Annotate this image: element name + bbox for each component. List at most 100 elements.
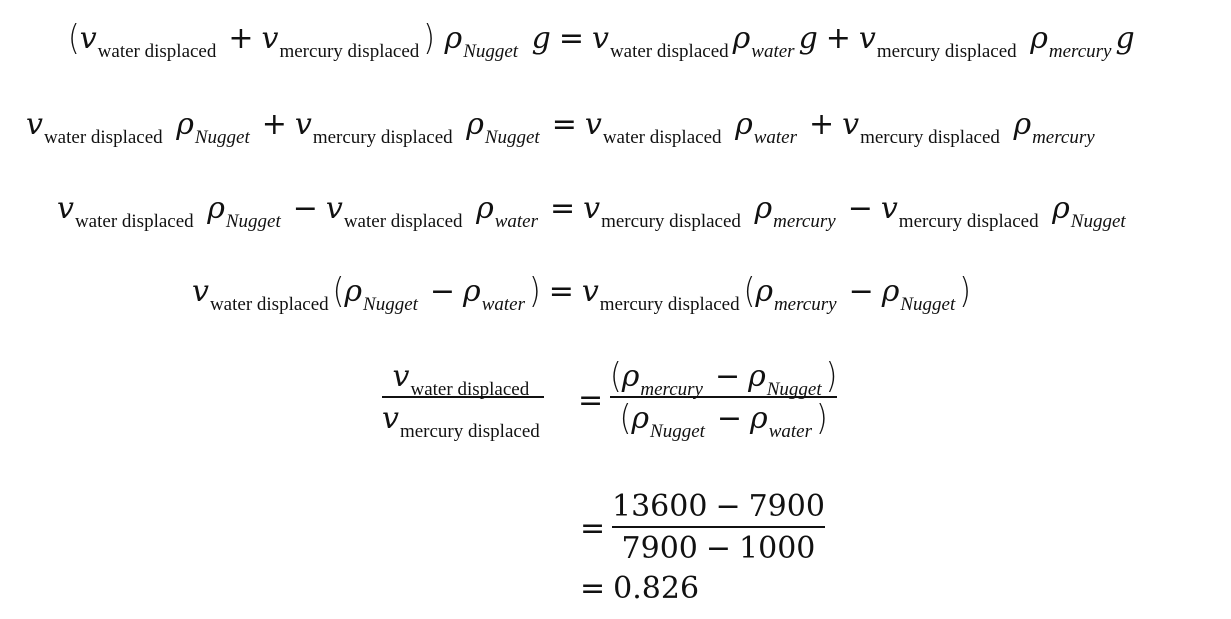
plus-operator: + [261,107,287,142]
subscript: Nugget [900,294,956,315]
velocity-symbol: v [858,21,876,56]
fraction-numerator: (ρmercury−ρNugget) [610,356,838,399]
minus-operator: − [848,274,874,309]
velocity-symbol: v [581,274,599,309]
rho-symbol: ρ [1052,191,1070,226]
right-paren: ) [815,397,828,439]
subscript: water displaced [602,127,722,148]
subscript: mercury displaced [312,127,453,148]
rho-symbol: ρ [466,107,484,142]
velocity-symbol: v [192,274,209,309]
minus-operator: − [429,274,456,309]
left-paren: ( [610,356,622,397]
gravity-symbol: g [1115,21,1135,56]
equals-sign: = [570,386,611,416]
subscript: water [481,294,525,315]
fraction-bar [612,526,825,528]
subscript: water displaced [209,294,329,315]
subscript: water [768,420,812,442]
velocity-symbol: v [591,21,609,56]
subscript: water displaced [97,41,217,62]
left-paren: ( [68,18,80,59]
equation-3: vwater displaced ρNugget−vwater displace… [57,191,1130,232]
right-paren: ) [825,356,838,397]
subscript: Nugget [650,420,705,442]
plus-operator: + [808,107,835,142]
plus-operator: + [228,21,254,56]
subscript: Nugget [766,379,822,400]
subscript: Nugget [463,41,519,62]
fraction-bar [610,396,838,398]
subscript: mercury displaced [601,211,741,232]
minus-operator: − [715,489,741,524]
gravity-symbol: g [798,21,818,56]
subscript: Nugget [194,127,250,148]
equals-operator: = [548,274,574,309]
subscript: water displaced [609,41,729,62]
subscript: Nugget [225,211,281,232]
subscript: mercury displaced [898,211,1039,232]
equals-operator: = [580,571,606,606]
subscript: water [494,211,538,232]
volume-ratio-fraction: vwater displaced vmercury displaced [382,362,544,441]
subscript: Nugget [1070,211,1126,232]
minus-operator: − [714,359,741,394]
nugget-density-value: 7900 [748,489,825,524]
subscript: mercury displaced [876,41,1017,62]
equals-operator: = [558,21,584,56]
rho-symbol: ρ [621,359,640,394]
water-density-value: 1000 [739,530,816,566]
rho-symbol: ρ [735,107,753,142]
rho-symbol: ρ [463,274,481,309]
gravity-symbol: g [531,21,551,56]
subscript: Nugget [363,294,418,315]
velocity-symbol: v [57,191,74,226]
subscript: mercury [1032,127,1095,148]
subscript: mercury [773,211,836,232]
rho-symbol: ρ [631,400,650,436]
fraction-numerator: 13600−7900 [612,492,825,522]
subscript: mercury [1048,41,1112,62]
velocity-symbol: v [583,191,601,226]
density-ratio-fraction: (ρmercury−ρNugget) (ρNugget−ρwater) [610,356,838,441]
velocity-symbol: v [325,191,343,226]
velocity-symbol: v [842,107,860,142]
right-paren: ) [959,271,971,312]
rho-symbol: ρ [1013,107,1032,142]
mercury-density-value: 13600 [612,489,708,524]
nugget-density-value: 7900 [621,530,698,566]
fraction-denominator: (ρNugget−ρwater) [619,397,828,441]
subscript: mercury [640,379,703,400]
rho-symbol: ρ [748,359,766,394]
minus-operator: − [705,530,732,566]
fraction-numerator: vwater displaced [393,362,534,400]
subscript: mercury displaced [279,41,420,62]
rho-symbol: ρ [750,400,768,436]
equation-1: (vwater displaced+vmercury displaced) ρN… [68,18,1135,61]
subscript: water [753,127,797,148]
left-paren: ( [332,271,345,312]
subscript: Nugget [484,127,540,148]
left-paren: ( [619,397,632,439]
result-value: 0.826 [613,571,700,606]
equals-operator: = [580,511,606,546]
subscript: mercury [773,294,837,315]
rho-symbol: ρ [444,21,463,56]
left-paren: ( [743,271,756,312]
equation-2: vwater displaced ρNugget+vmercury displa… [26,107,1099,148]
subscript: water displaced [343,211,463,232]
rho-symbol: ρ [476,191,494,226]
subscript: water displaced [74,211,194,232]
result-equation: =0.826 [572,574,699,604]
equals-operator: = [550,191,576,226]
plus-operator: + [825,21,851,56]
fraction-denominator: 7900−1000 [621,530,816,566]
subscript: water displaced [43,127,163,148]
velocity-symbol: v [584,107,602,142]
rho-symbol: ρ [755,274,773,309]
subscript: water displaced [410,379,530,400]
velocity-symbol: v [382,400,399,436]
minus-operator: − [847,191,873,226]
fraction-denominator: vmercury displaced [382,400,544,441]
subscript: mercury displaced [860,127,1000,148]
